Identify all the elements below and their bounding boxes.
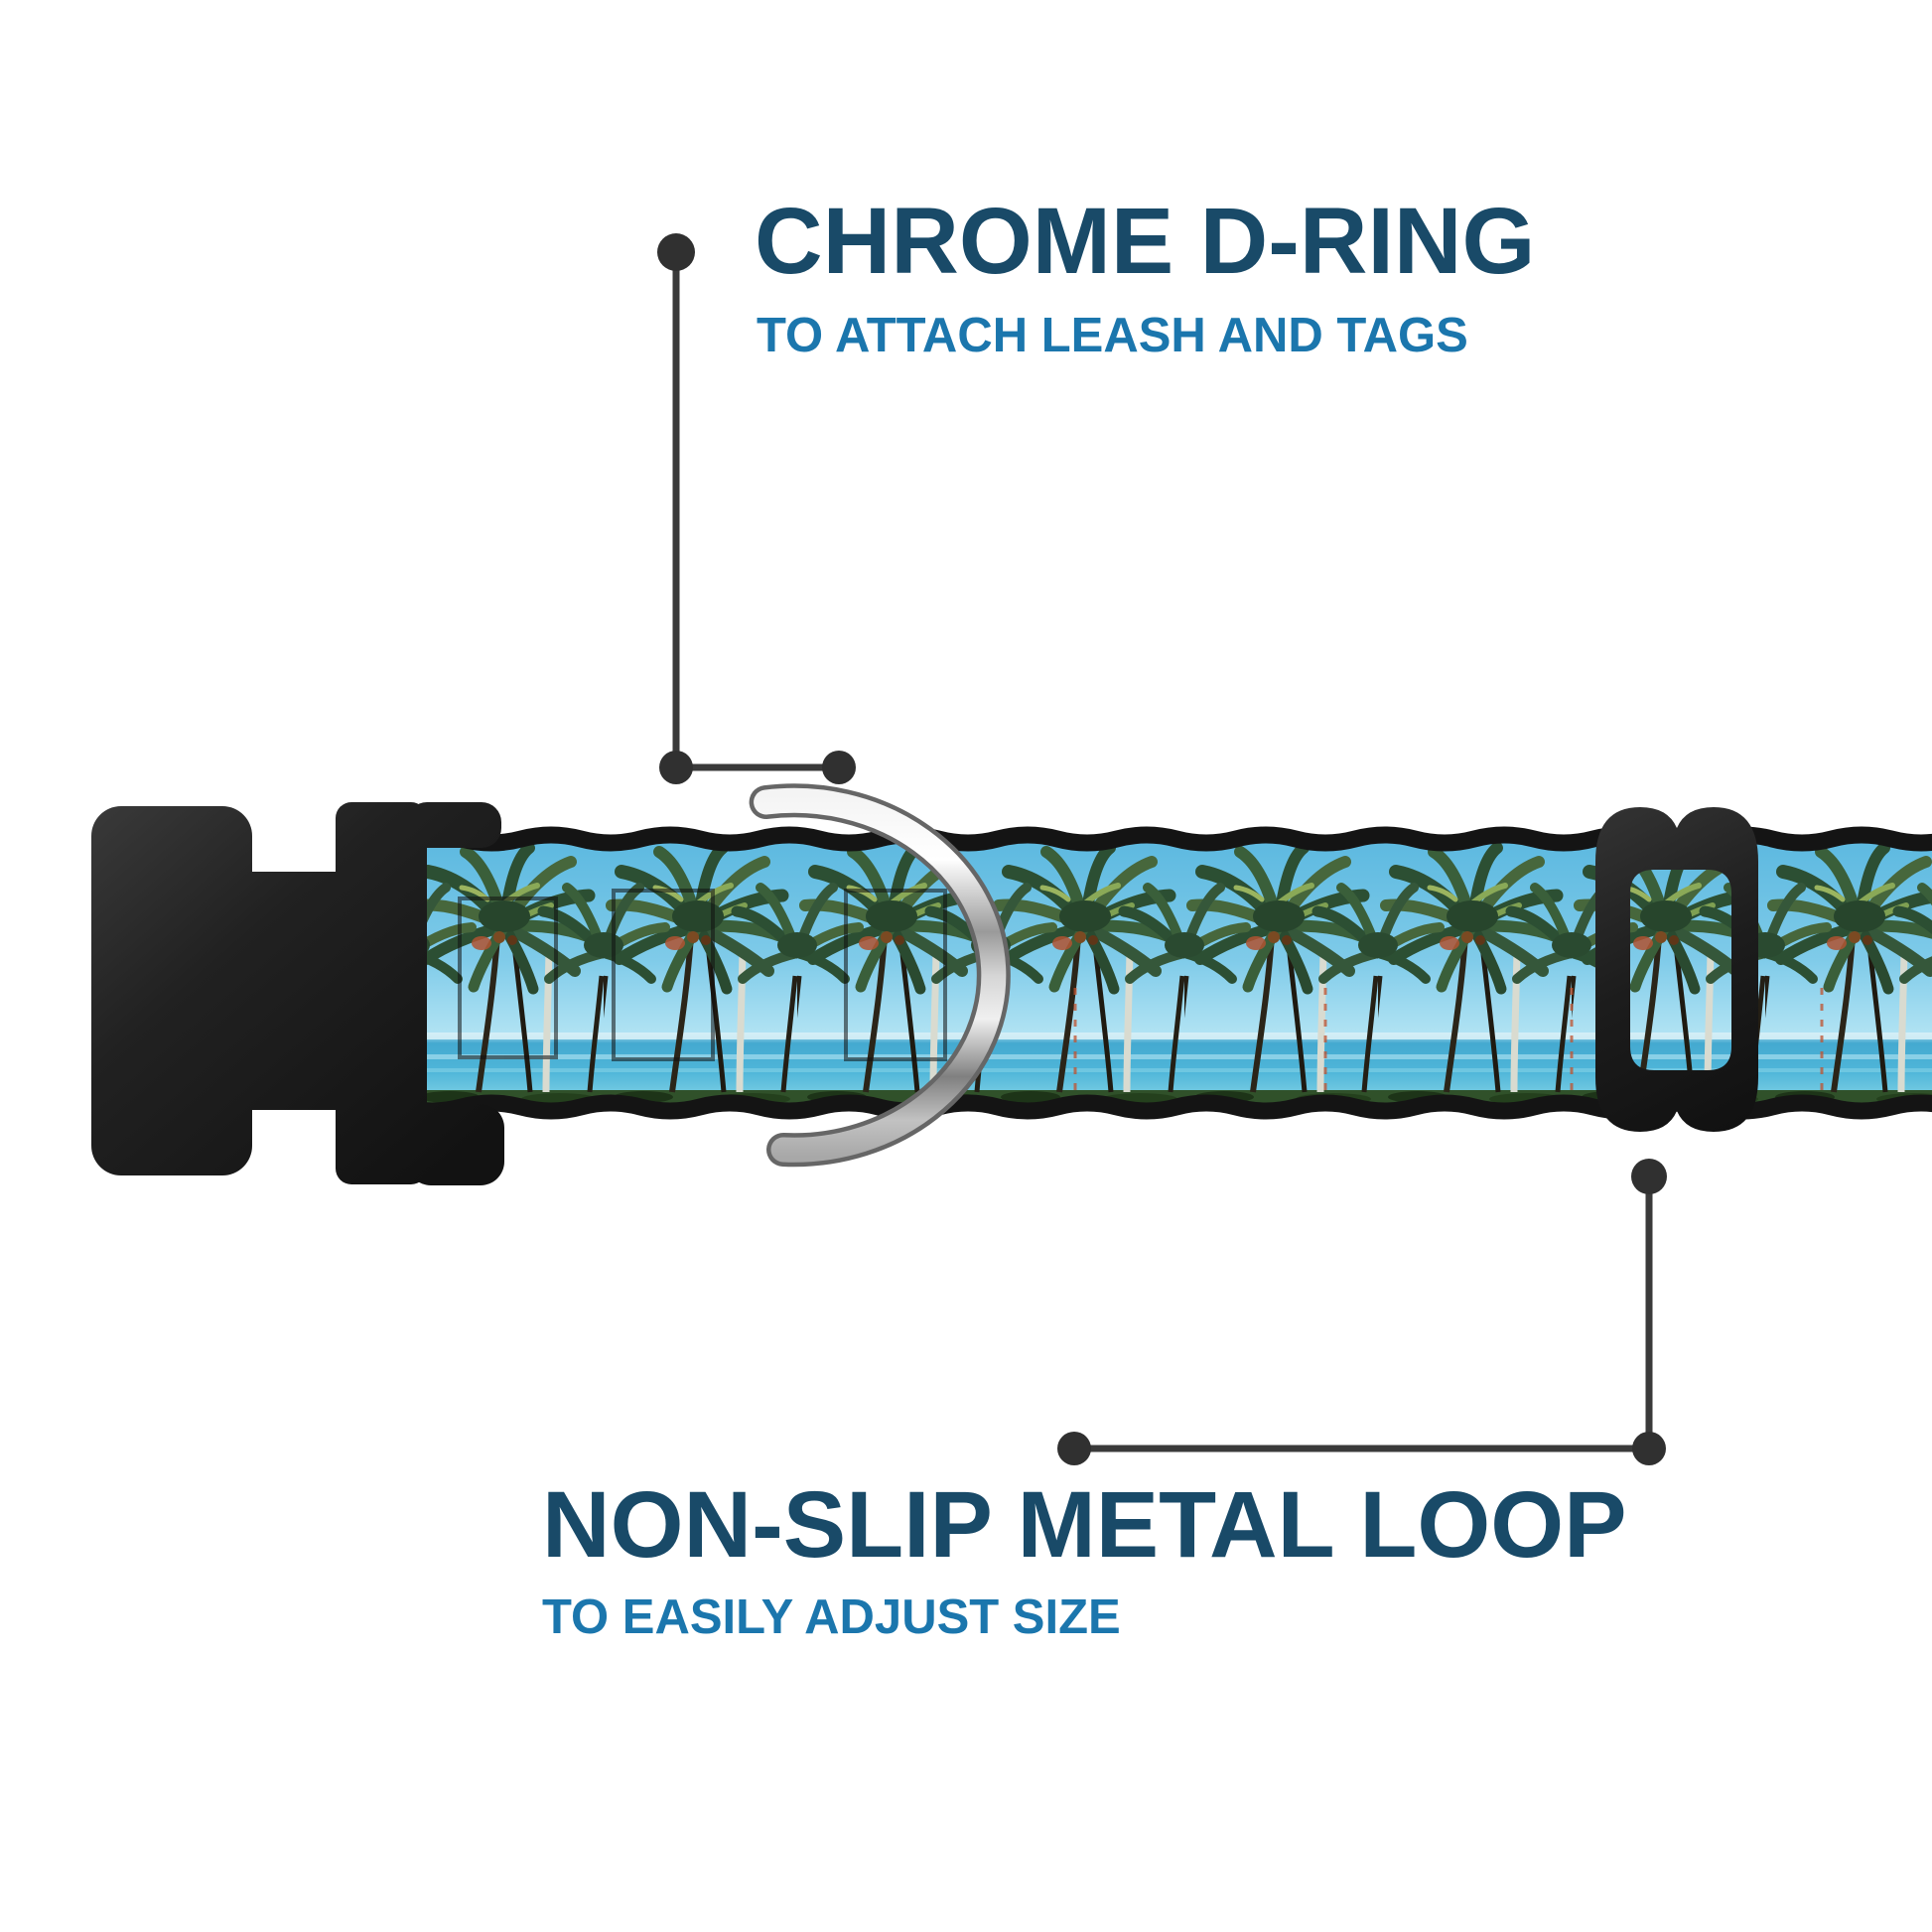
callout-subtitle-metal-loop: TO EASILY ADJUST SIZE [542, 1590, 1121, 1644]
callout-dot [659, 751, 693, 784]
stitch-box [844, 889, 947, 1061]
callout-subtitle-chrome-d-ring: TO ATTACH LEASH AND TAGS [757, 309, 1468, 362]
stitch-box [458, 897, 558, 1059]
callout-leader-d-ring [657, 233, 856, 784]
chrome-d-ring [749, 783, 1011, 1168]
callout-dot [657, 233, 695, 271]
callout-dot [1057, 1432, 1091, 1465]
callout-dot [1631, 1159, 1667, 1194]
webbing-pattern [410, 842, 1932, 1104]
buckle-bottom-arm [407, 1104, 504, 1185]
triglide-slider [1595, 807, 1758, 1132]
side-release-buckle [91, 802, 504, 1185]
palm-print-webbing [399, 826, 1932, 1120]
callout-title-chrome-d-ring: CHROME D-RING [755, 189, 1536, 294]
callout-dot [822, 751, 856, 784]
buckle-top-arm [407, 802, 501, 848]
buckle-body [336, 802, 427, 1184]
callout-title-metal-loop: NON-SLIP METAL LOOP [542, 1472, 1627, 1578]
stitch-box [612, 889, 715, 1061]
callout-dot [1632, 1432, 1666, 1465]
callout-leader-metal-loop [1057, 1159, 1667, 1465]
